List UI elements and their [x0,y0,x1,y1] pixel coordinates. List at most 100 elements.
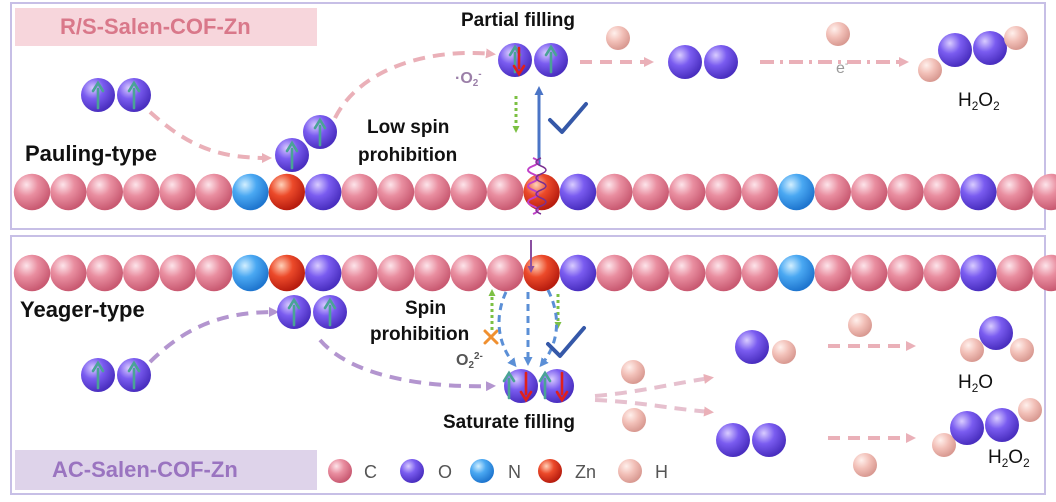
top-spin-label-line1: Low spin [367,117,450,138]
bottom-panel-title: AC-Salen-COF-Zn [52,457,238,482]
chain-atom-n [232,173,269,211]
o2-intermediate-atom [704,45,738,79]
spin-up-arrow [538,370,552,400]
activation-arrow-top [333,48,496,119]
h2o-h-atom [1010,338,1034,362]
h-atom [606,26,630,50]
chain-atom-c [851,173,888,211]
split-arrow-lower [594,398,714,417]
chain-atom-c [669,254,706,292]
legend-swatch-o [400,459,424,483]
spin-down-arrow [512,46,526,77]
h2o2-o-atom [985,408,1019,442]
h-atom [853,453,877,477]
chain-atom-c [632,254,669,292]
chain-atom-c [669,173,706,211]
chain-atom-c [450,173,487,211]
legend-label-n: N [508,462,521,482]
chain-atom-c [887,254,924,292]
chain-atom-c [195,254,233,292]
chain-atom-c [814,173,851,211]
chain-atom-c [377,254,415,292]
h-atom [622,408,646,432]
legend-swatch-n [470,459,494,483]
top-panel-title: R/S-Salen-COF-Zn [60,14,251,39]
chain-atom-o [960,173,997,211]
electron-label: e- [836,59,849,77]
h2o2-h-atom [1018,398,1042,422]
h2o2-o-atom [938,33,972,67]
chain-atom-zn [523,254,560,292]
chain-atom-o [559,173,597,211]
chain-atom-c [86,254,124,292]
element-legend [328,459,642,483]
spin-up-arrow [287,297,301,327]
chain-atom-c [814,254,851,292]
h-atom [621,360,645,384]
chain-atom-c [414,173,451,211]
spin-up-arrow [91,360,105,390]
h2o2-h-atom [1004,26,1028,50]
chain-atom-c [996,254,1033,292]
chain-atom-c [1033,254,1056,292]
chain-atom-c [487,173,524,211]
h-atom [848,313,872,337]
water-path-o-atom [735,330,769,364]
spin-up-arrow [323,297,337,327]
chain-atom-c [450,254,487,292]
check-mark-bottom [546,326,586,358]
h2o2-o-atom [973,31,1007,65]
chain-atom-o [559,254,597,292]
chain-atom-c [341,173,378,211]
h2o-h-atom [960,338,984,362]
chain-atom-n [778,254,815,292]
transfer-arrow-left [497,291,517,368]
chain-atom-o [305,173,342,211]
spin-wave-top [527,157,539,215]
chain-atom-c [705,254,742,292]
spin-up-arrow [502,370,516,400]
chain-atom-n [232,254,269,292]
top-product-label: H2O2 [958,90,1000,114]
chain-atom-c [86,173,124,211]
chain-atom-c [341,254,378,292]
check-mark-top [548,102,588,134]
spin-down-arrow [519,371,533,403]
adsorption-arrow-bottom [148,307,279,364]
chain-atom-c [377,173,415,211]
chain-atom-c [123,254,160,292]
split-arrow-upper [594,373,714,398]
h2o2-o-atom [950,411,984,445]
chain-atom-c [923,173,961,211]
chain-atom-c [414,254,451,292]
legend-swatch-zn [538,459,562,483]
chain-atom-zn [268,254,305,292]
spin-up-arrow [127,80,141,110]
cross-mark [483,329,499,345]
activation-arrow-bottom [318,338,496,392]
legend-label-o: O [438,462,453,482]
chain-atom-c [741,173,779,211]
legend-swatch-h [618,459,642,483]
chain-atom-c [159,254,196,292]
spin-down-arrow [555,371,569,403]
chain-atom-c [1033,173,1056,211]
chain-atom-c [487,254,524,292]
chain-atom-o [305,254,342,292]
spin-up-arrow [285,140,299,170]
h2o2-h-atom [932,433,956,457]
water-product-label: H2O [958,372,994,396]
adsorption-arrow-top [148,110,272,163]
h-atom [826,22,850,46]
spin-up-arrow [313,117,327,147]
spin-up-arrow [127,360,141,390]
chain-atom-c [923,254,961,292]
top-title-background [15,8,317,46]
legend-swatch-c [328,459,352,483]
chain-atom-c [13,254,51,292]
spin-up-arrow [91,80,105,110]
chain-atom-c [887,173,924,211]
chain-atom-c [996,173,1033,211]
chain-atom-c [195,173,233,211]
